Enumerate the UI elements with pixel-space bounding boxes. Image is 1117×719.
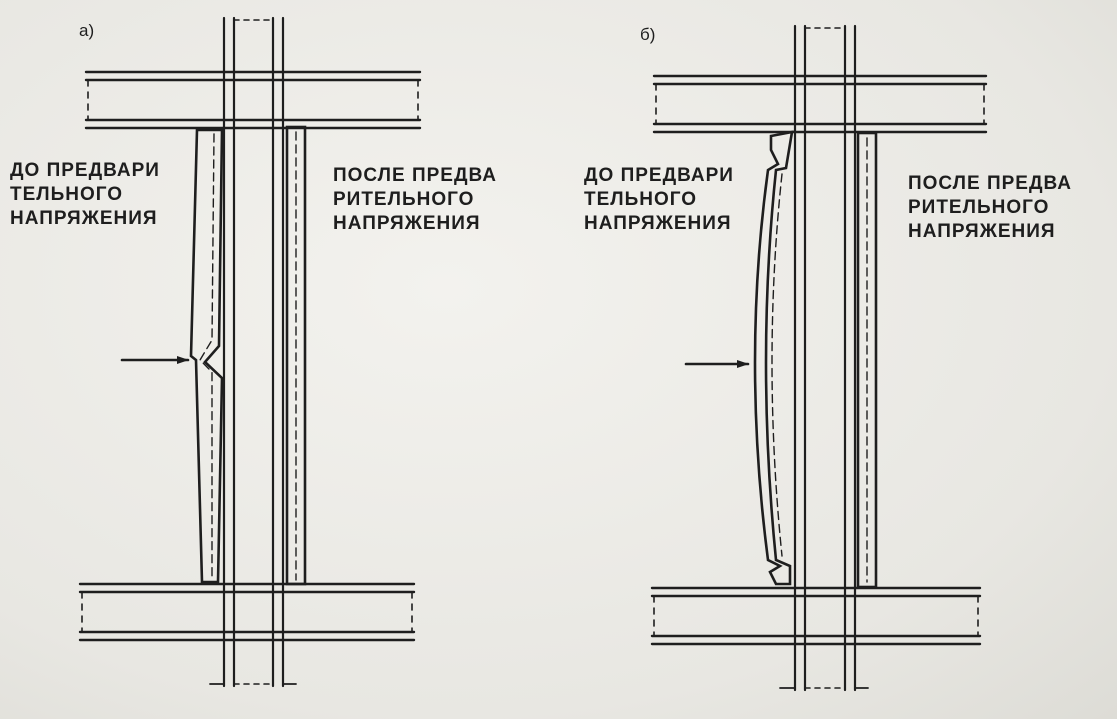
panel-before-b <box>753 130 794 586</box>
panel-b-letter: б) <box>640 25 656 44</box>
slab-bottom-b <box>650 586 982 646</box>
label-before-a-line3: НАПРЯЖЕНИЯ <box>10 208 158 230</box>
label-before-b: ДО ПРЕДВАРИ ТЕЛЬНОГО НАПРЯЖЕНИЯ <box>584 164 734 236</box>
column-left-a <box>222 16 236 688</box>
label-after-a-line1: ПОСЛЕ ПРЕДВА <box>333 165 497 186</box>
slab-bottom-a <box>78 582 416 642</box>
label-after-b-line3: НАПРЯЖЕНИЯ <box>908 221 1056 243</box>
label-after-b-line2: РИТЕЛЬНОГО <box>908 197 1050 219</box>
column-right-a <box>271 16 285 688</box>
panel-a-letter: а) <box>79 21 95 40</box>
label-after-a-line3: НАПРЯЖЕНИЯ <box>333 213 481 235</box>
panel-before-a <box>189 128 224 584</box>
label-before-b-line2: ТЕЛЬНОГО <box>584 189 698 211</box>
label-before-b-line3: НАПРЯЖЕНИЯ <box>584 213 732 235</box>
column-left-b <box>793 24 807 692</box>
label-before-a-line2: ТЕЛЬНОГО <box>10 184 124 206</box>
label-before-b-line1: ДО ПРЕДВАРИ <box>584 165 734 186</box>
slab-top-b <box>652 74 988 134</box>
panel-after-a <box>285 125 307 586</box>
panel-b <box>650 24 988 692</box>
panel-after-b <box>856 131 878 589</box>
label-before-a: ДО ПРЕДВАРИ ТЕЛЬНОГО НАПРЯЖЕНИЯ <box>10 159 160 231</box>
panel-a <box>78 16 422 688</box>
label-after-a-line2: РИТЕЛЬНОГО <box>333 189 475 211</box>
label-after-b-line1: ПОСЛЕ ПРЕДВА <box>908 173 1072 194</box>
slab-top-a <box>84 70 422 130</box>
slab-slab-dash-a-top <box>87 79 419 121</box>
label-before-a-line1: ДО ПРЕДВАРИ <box>10 160 160 181</box>
label-after-b: ПОСЛЕ ПРЕДВА РИТЕЛЬНОГО НАПРЯЖЕНИЯ <box>908 172 1072 244</box>
label-after-a: ПОСЛЕ ПРЕДВА РИТЕЛЬНОГО НАПРЯЖЕНИЯ <box>333 164 497 236</box>
column-right-b <box>843 24 857 692</box>
